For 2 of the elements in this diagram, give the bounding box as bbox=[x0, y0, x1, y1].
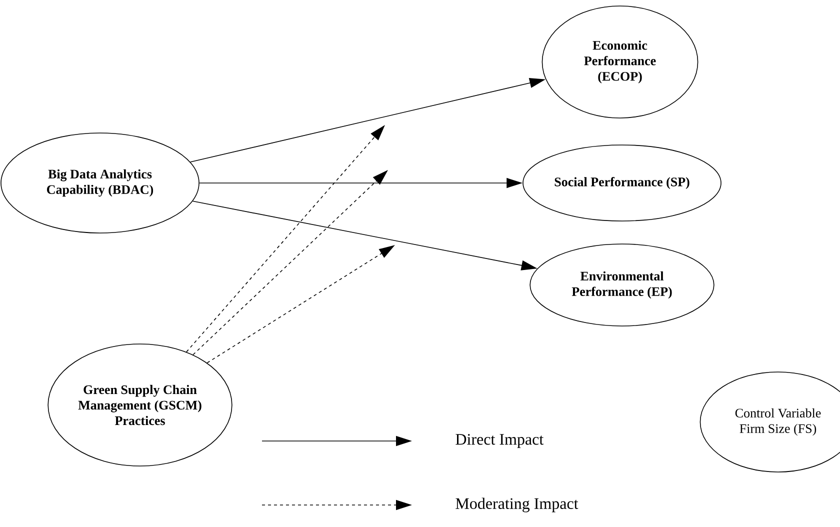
legend-label: Direct Impact bbox=[456, 434, 544, 448]
legend-label: Moderating Impact bbox=[456, 498, 578, 512]
